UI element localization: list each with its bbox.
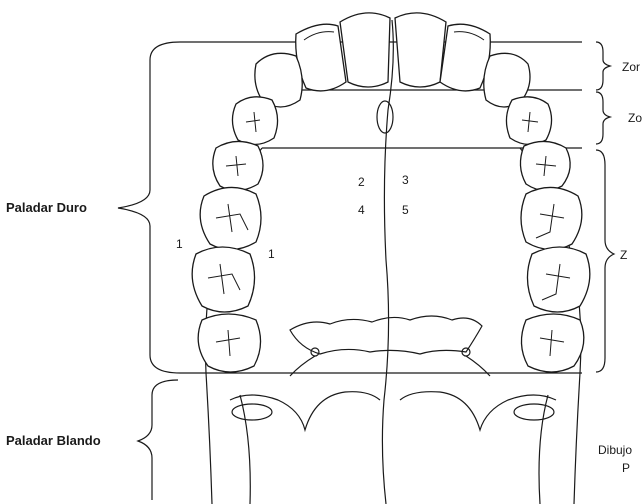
zone-label-1: Zor	[622, 60, 640, 74]
palate-posterior-edge	[290, 316, 482, 354]
tooth-premolar2-left	[213, 141, 263, 190]
outer-right-line	[574, 373, 580, 504]
tooth-central-incisor-right	[395, 13, 446, 87]
zone-brace-2	[596, 92, 610, 144]
region-number-3: 3	[402, 173, 409, 187]
tooth-lateral-incisor-right	[440, 24, 490, 91]
caption-line-1: Dibujo	[598, 443, 632, 457]
tooth-molar3-right	[521, 314, 583, 372]
zone-label-2: Zo	[628, 111, 642, 125]
region-number-1-left: 1	[176, 237, 183, 251]
tooth-molar2-left	[192, 247, 254, 312]
tooth-central-incisor-left	[340, 13, 390, 87]
soft-palate-right-arc	[400, 392, 556, 430]
inner-right-line	[539, 395, 548, 504]
tooth-molar2-right	[527, 247, 589, 312]
label-paladar-duro: Paladar Duro	[6, 200, 87, 215]
soft-palate-brace	[138, 380, 178, 500]
region-number-1-right: 1	[268, 247, 275, 261]
region-number-2: 2	[358, 175, 365, 189]
midline-raphe	[382, 20, 393, 504]
tooth-molar1-right	[521, 187, 582, 249]
zone-label-3: Z	[620, 248, 627, 262]
incisive-papilla	[377, 101, 393, 133]
hamular-left	[232, 404, 272, 420]
label-paladar-blando: Paladar Blando	[6, 433, 101, 448]
hamular-right	[514, 404, 554, 420]
outer-left-line	[206, 373, 212, 504]
zone-braces	[596, 42, 614, 372]
hard-palate-brace	[118, 42, 180, 373]
region-number-5: 5	[402, 203, 409, 217]
region-number-4: 4	[358, 203, 365, 217]
tooth-molar1-left	[200, 187, 261, 249]
tooth-lateral-incisor-left	[296, 24, 346, 91]
zone-brace-3	[596, 150, 614, 372]
zone-brace-1	[596, 42, 610, 90]
inner-left-line	[240, 395, 250, 504]
caption-line-2: P	[622, 461, 630, 475]
soft-palate-left-arc	[230, 392, 380, 430]
